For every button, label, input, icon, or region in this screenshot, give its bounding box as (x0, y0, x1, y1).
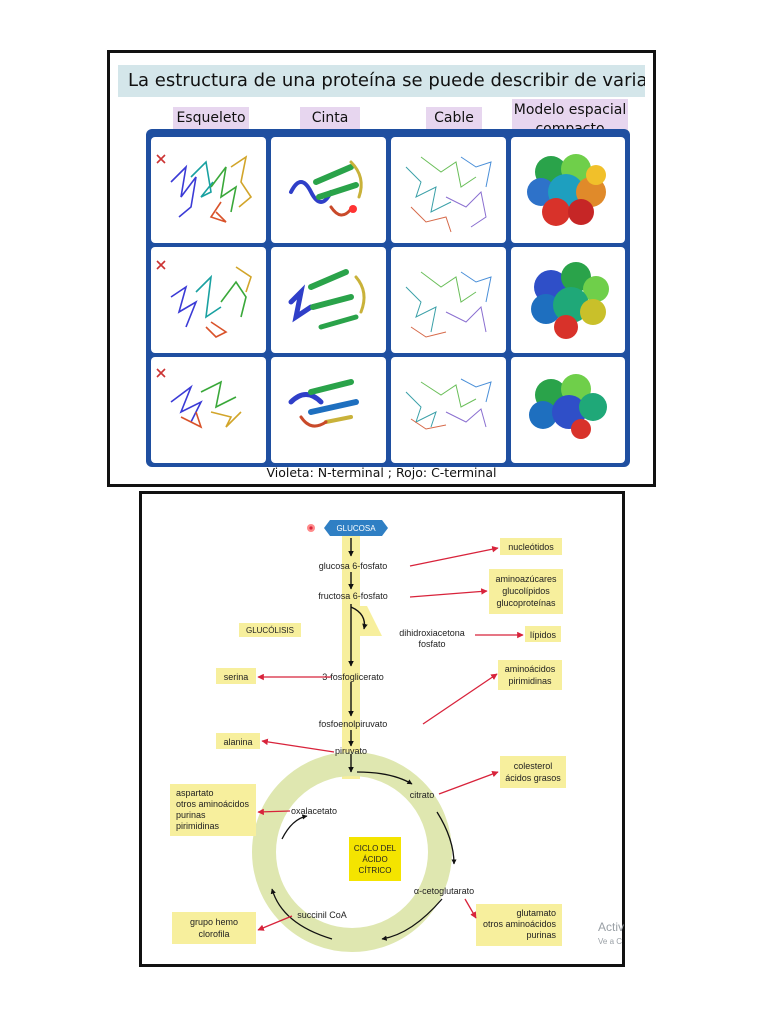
product-label: glucolípidos (502, 586, 550, 596)
glucolisis-box (239, 623, 301, 637)
product-label: purinas (526, 930, 556, 940)
cable-image-1 (391, 137, 506, 243)
ribbon-image-3 (271, 357, 386, 463)
product-aminoazucares (489, 569, 563, 614)
dhap-label-2: fosfato (418, 639, 445, 649)
column-label-esqueleto: Esqueleto (173, 107, 249, 129)
oaa-label: oxalacetato (291, 806, 337, 816)
spacefill-image-3 (511, 357, 625, 463)
activation-watermark-line-2: Ve a C (598, 937, 623, 946)
product-aspartato (170, 784, 256, 836)
product-aminoacidos (498, 660, 562, 690)
product-label: pirimidinas (508, 676, 552, 686)
product-lipidos (525, 626, 561, 642)
product-alanina (216, 733, 260, 749)
product-label: lípidos (530, 630, 557, 640)
product-label: pirimidinas (176, 821, 220, 831)
product-label: aminoácidos (505, 664, 556, 674)
product-colesterol (500, 756, 566, 788)
product-hemo (172, 912, 256, 944)
product-label: ácidos grasos (505, 773, 561, 783)
product-label: aminoazúcares (495, 574, 557, 584)
column-label-cable: Cable (426, 107, 482, 129)
skeleton-image-2 (151, 247, 266, 353)
structure-grid (146, 129, 630, 467)
product-label: glucoproteínas (496, 598, 556, 608)
glycolysis-branch (342, 606, 382, 636)
product-label: glutamato (516, 908, 556, 918)
citric-ring (252, 752, 452, 952)
glucosa-label: GLUCOSA (336, 524, 376, 533)
metabolism-diagram: GLUCOSA glucosa 6-fosfato fructosa 6-fos… (139, 491, 625, 967)
skeleton-image-3 (151, 357, 266, 463)
cable-image-2 (391, 247, 506, 353)
spacefill-image-2 (511, 247, 625, 353)
cycle-label-1: CICLO DEL (354, 844, 397, 853)
cycle-label-2: ÁCIDO (362, 855, 387, 864)
column-label-cinta: Cinta (300, 107, 360, 129)
cycle-label-box (349, 837, 401, 881)
ribbon-image-2 (271, 247, 386, 353)
glucosa-box (324, 520, 388, 536)
product-label: alanina (223, 737, 252, 747)
succ-label: succinil CoA (297, 910, 347, 920)
dhap-label-1: dihidroxiacetona (399, 628, 465, 638)
product-label: clorofila (198, 929, 229, 939)
product-nucleotidos (500, 538, 562, 555)
pathway-svg: GLUCOSA glucosa 6-fosfato fructosa 6-fos… (170, 520, 566, 952)
pyr-label: piruvato (335, 746, 367, 756)
terminal-legend: Violeta: N-terminal ; Rojo: C-terminal (266, 465, 497, 480)
product-label: otros aminoácidos (483, 919, 557, 929)
cable-image-3 (391, 357, 506, 463)
f6p-label: fructosa 6-fosfato (318, 591, 388, 601)
cit-label: citrato (410, 790, 435, 800)
product-label: aspartato (176, 788, 214, 798)
pg3-label: 3-fosfoglicerato (322, 672, 384, 682)
ribbon-image-1 (271, 137, 386, 243)
protein-structure-figure: La estructura de una proteína se puede d… (107, 50, 656, 487)
product-label: otros aminoácidos (176, 799, 250, 809)
skeleton-image-1 (151, 137, 266, 243)
product-glutamato (476, 904, 562, 946)
g6p-label: glucosa 6-fosfato (319, 561, 388, 571)
product-label: purinas (176, 810, 206, 820)
cycle-label-3: CÍTRICO (359, 866, 392, 875)
spacefill-image-1 (511, 137, 625, 243)
product-serina (216, 668, 256, 684)
akg-label: α-cetoglutarato (414, 886, 474, 896)
glucolisis-label: GLUCÓLISIS (246, 626, 294, 635)
pep-label: fosfoenolpiruvato (319, 719, 388, 729)
product-label: grupo hemo (190, 917, 238, 927)
activation-watermark-line-1: Activ (598, 920, 625, 934)
product-label: colesterol (514, 761, 553, 771)
figure-title: La estructura de una proteína se puede d… (118, 65, 645, 97)
product-label: serina (224, 672, 249, 682)
product-label: nucleótidos (508, 542, 554, 552)
